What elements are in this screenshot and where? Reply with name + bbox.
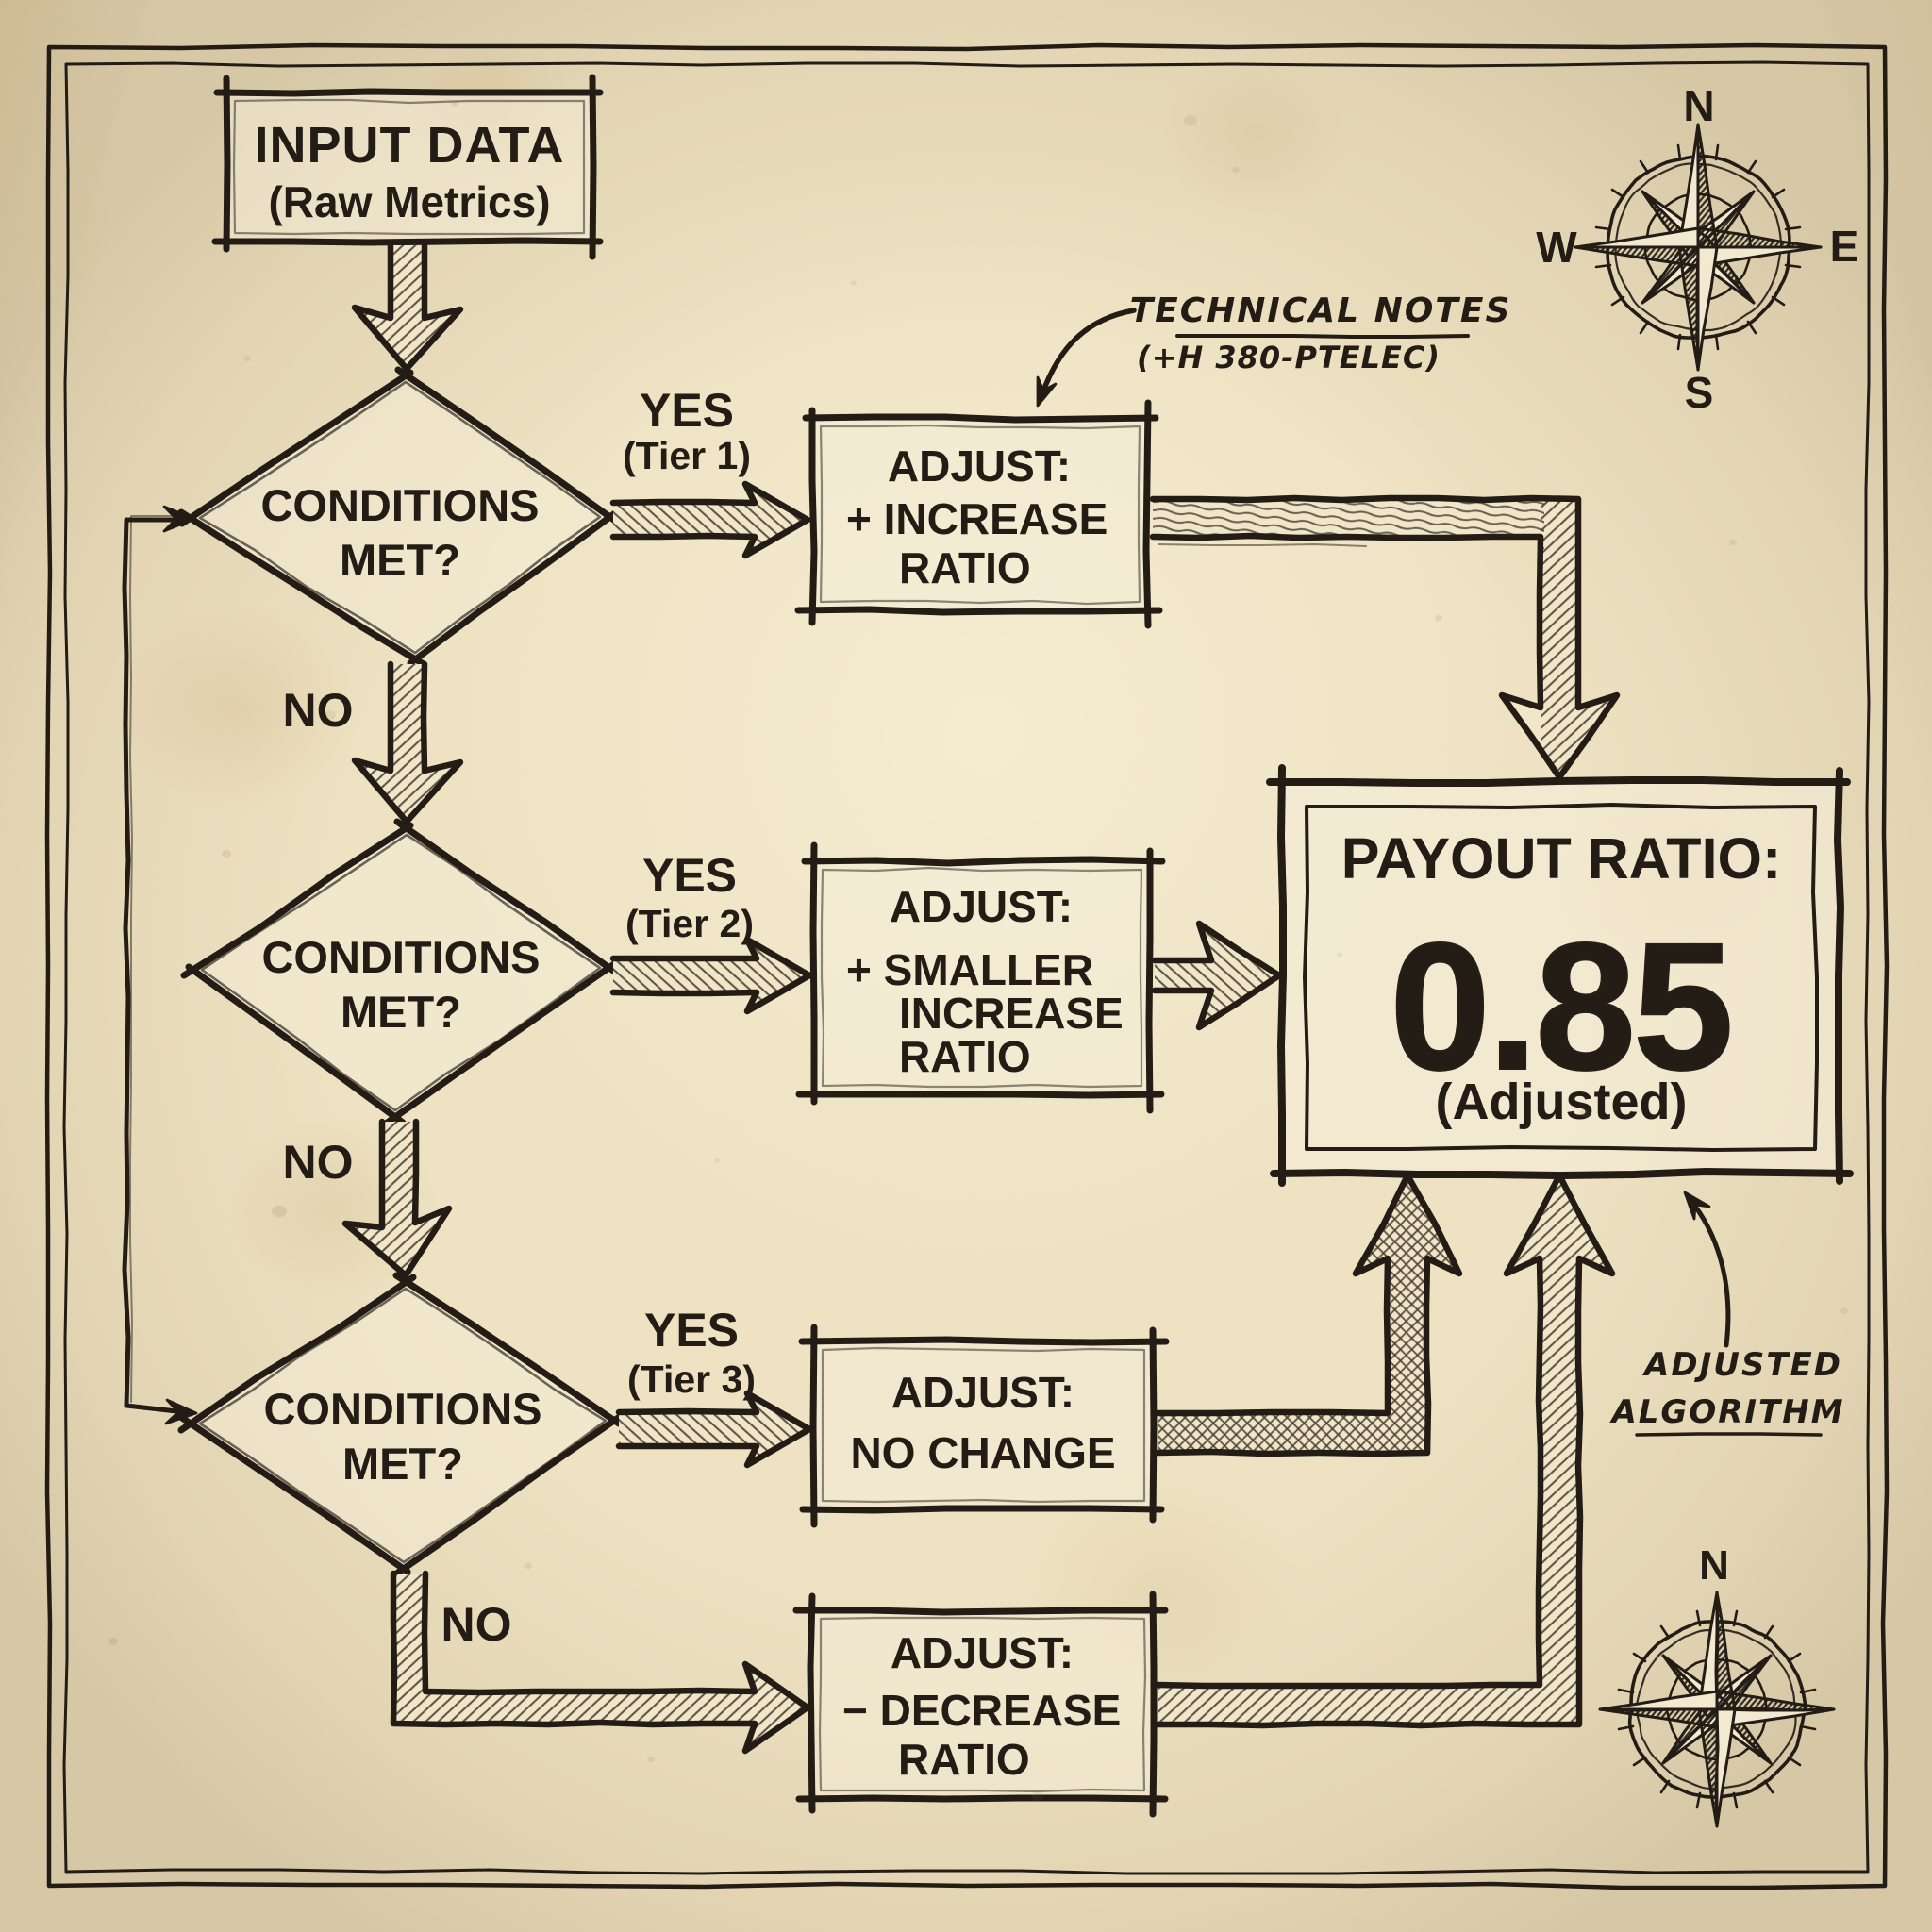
- paper-noise-overlay: [0, 0, 1932, 1932]
- flowchart-canvas: INPUT DATA (Raw Metrics) CONDITIONS MET?…: [0, 0, 1932, 1932]
- paper-background: INPUT DATA (Raw Metrics) CONDITIONS MET?…: [0, 0, 1932, 1932]
